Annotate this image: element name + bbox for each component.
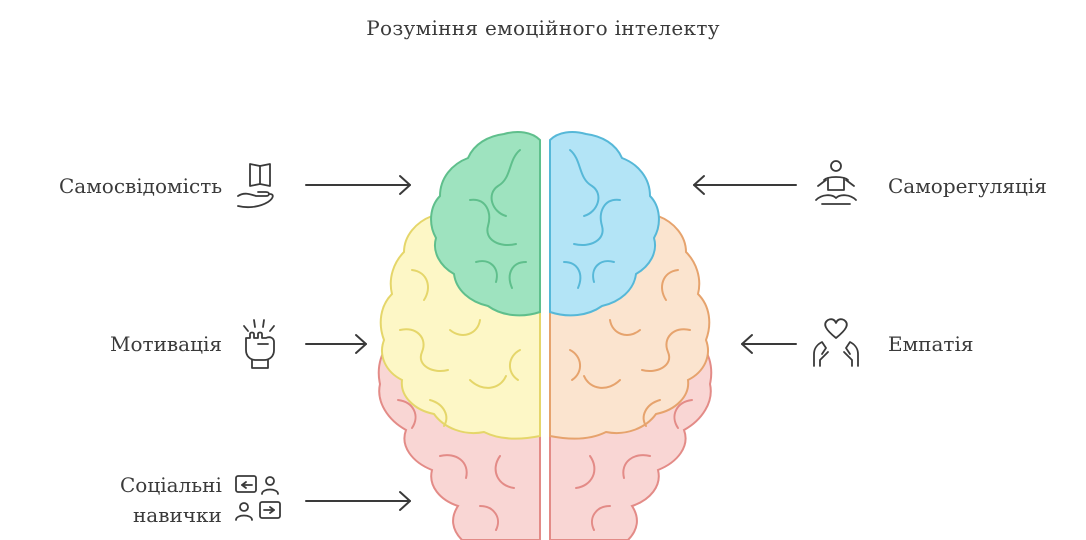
brain bbox=[379, 132, 712, 540]
meditation-icon bbox=[816, 161, 856, 204]
arrow-social-skills bbox=[306, 492, 410, 510]
raised-fist-icon bbox=[244, 320, 274, 368]
arrow-empathy bbox=[742, 335, 796, 353]
heart-in-hands-icon bbox=[814, 319, 858, 366]
arrow-motivation bbox=[306, 335, 366, 353]
book-in-hand-icon bbox=[238, 164, 273, 207]
conversation-icon bbox=[236, 476, 280, 520]
arrow-self-awareness bbox=[306, 176, 410, 194]
arrow-self-regulation bbox=[694, 176, 796, 194]
